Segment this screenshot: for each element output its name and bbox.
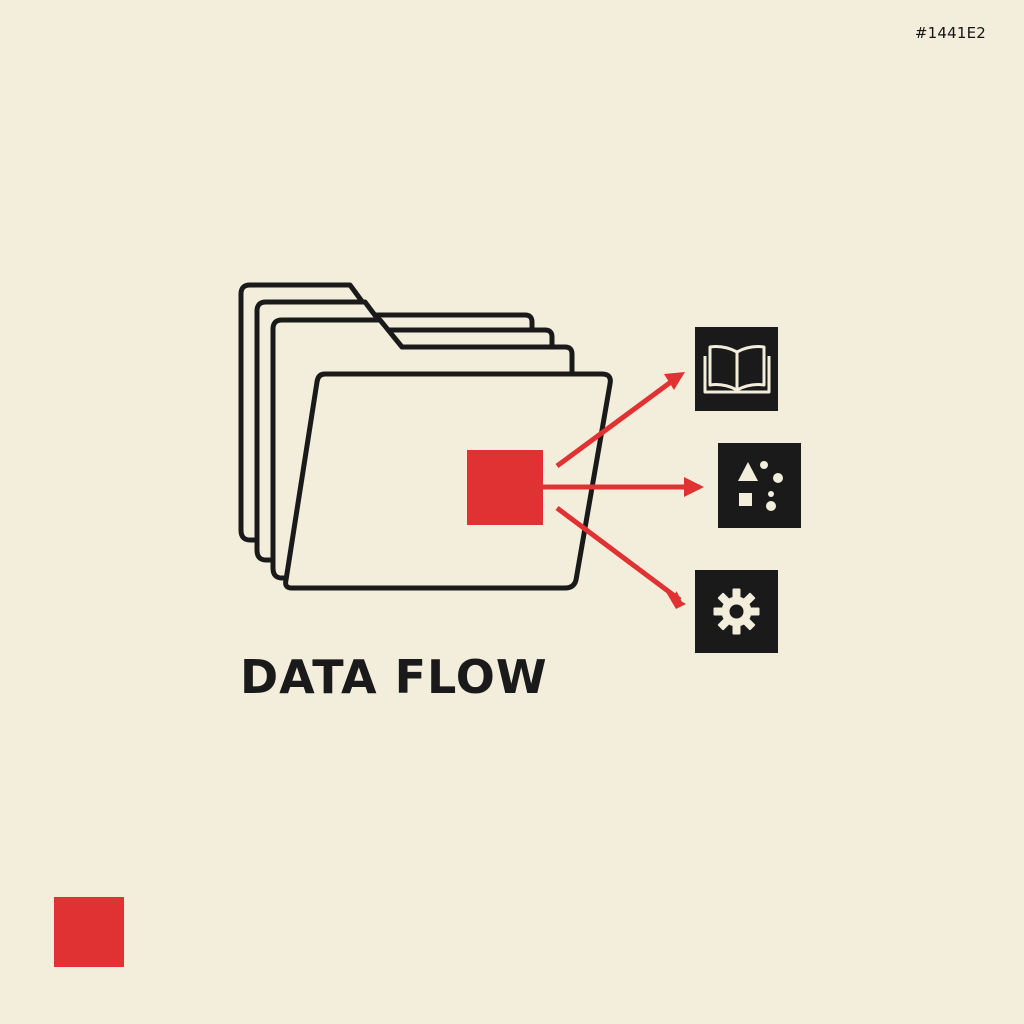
arrowheads [664,372,704,609]
flow-arrows [543,373,702,603]
arrowhead-shapes [684,477,704,497]
open-book-icon [695,327,778,411]
code-label: #1441E2 [914,24,986,42]
gear-icon [695,570,778,653]
arrowhead-gear [666,592,686,609]
accent-square [54,897,124,967]
folder-front [283,371,613,591]
diagram-title: DATA FLOW [240,650,548,704]
folder-stack-icon [238,282,613,591]
arrow-to-gear [555,505,682,603]
data-block [467,450,543,525]
arrow-to-book [555,373,681,469]
arrowhead-book [664,372,685,390]
shapes-icon [718,443,801,528]
